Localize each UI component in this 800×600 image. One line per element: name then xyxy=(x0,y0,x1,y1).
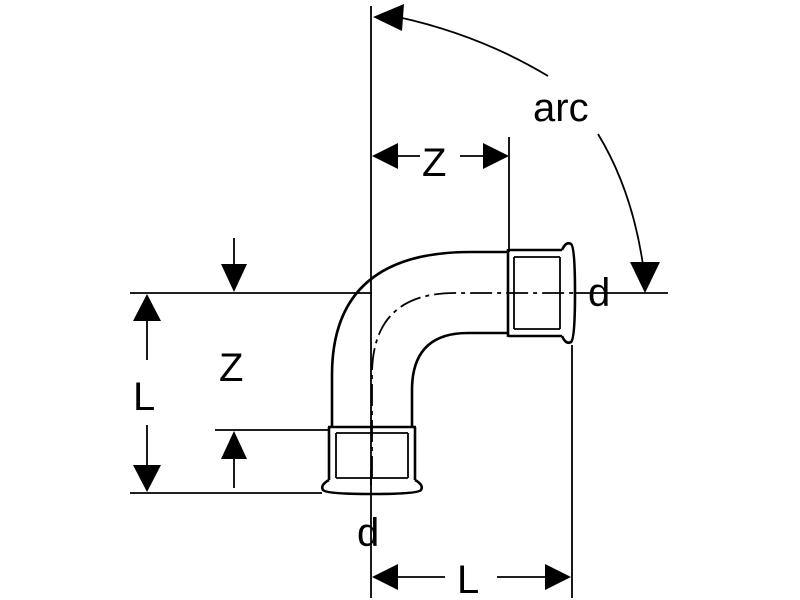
arc-label: arc xyxy=(533,86,589,130)
elbow-inner-wall xyxy=(410,331,508,427)
diameter-labels: d d xyxy=(357,271,668,555)
arc-dimension: arc xyxy=(373,4,660,293)
l-horizontal-label: L xyxy=(457,558,479,600)
z-arrow-down-icon xyxy=(221,264,247,292)
z-horizontal-label: Z xyxy=(422,141,446,185)
l-arrow-right-icon xyxy=(545,564,571,590)
arc-arrow-down-icon xyxy=(630,262,660,293)
l-horizontal-dimension: L xyxy=(372,558,571,600)
extension-lines xyxy=(130,6,573,598)
elbow-fitting xyxy=(320,241,577,496)
z-horizontal-dimension: Z xyxy=(372,141,509,185)
l-arrow-left-icon xyxy=(372,564,398,590)
z-arrow-up-icon xyxy=(221,431,247,459)
elbow-center-line xyxy=(371,292,575,478)
z-arrow-left-icon xyxy=(372,143,398,169)
arc-arrow-left-icon xyxy=(373,4,404,31)
d-right-label: d xyxy=(588,271,610,315)
z-vertical-label: Z xyxy=(219,346,243,390)
l-arrow-up-icon xyxy=(133,294,161,321)
l-vertical-label: L xyxy=(133,375,155,419)
l-arrow-down-icon xyxy=(133,465,161,492)
z-vertical-dimension: Z xyxy=(219,238,247,488)
d-bottom-label: d xyxy=(357,511,379,555)
l-vertical-dimension: L xyxy=(133,294,161,492)
elbow-outer-wall xyxy=(330,250,508,427)
z-arrow-right-icon xyxy=(483,143,509,169)
arc-dimension-line-upper xyxy=(397,16,549,77)
arc-dimension-line-lower xyxy=(597,133,644,266)
